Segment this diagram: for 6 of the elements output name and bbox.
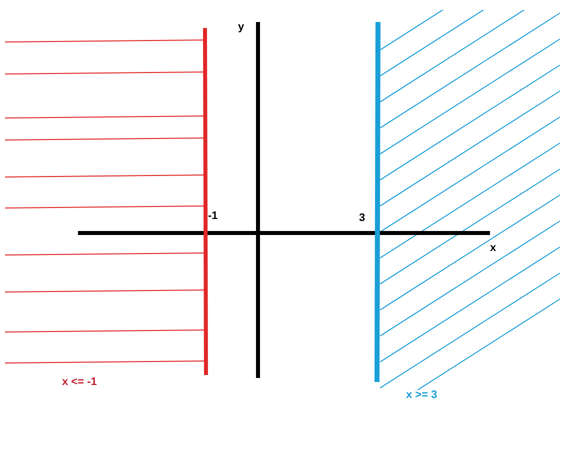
axis-label: 3 <box>359 212 366 224</box>
axis-label: x <box>490 242 496 254</box>
axis-label: -1 <box>208 210 218 222</box>
inequality-label: x <= -1 <box>62 376 97 388</box>
inequality-label: x >= 3 <box>406 389 438 401</box>
axis-label: y <box>238 21 244 33</box>
